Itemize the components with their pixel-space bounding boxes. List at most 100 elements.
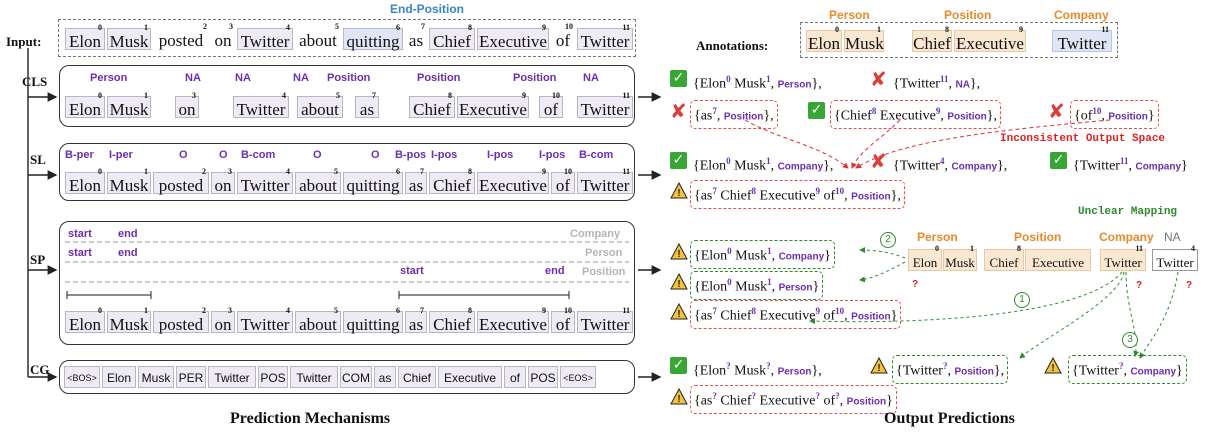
cls-tag: NA [293,72,309,84]
cg-token: Musk [138,366,174,388]
sl-tag: B-com [579,149,614,161]
question-mark: ? [1136,280,1143,291]
sl-tag: I-pos [487,149,514,161]
sp-type-company: Company [570,228,621,240]
cg-token: Twitter [290,366,338,388]
cls-pred-1: {Elon0 Musk1, Person}, [693,74,822,92]
check-icon: ✓ [670,152,687,169]
end-position-label: End-Position [390,2,464,16]
inconsistent-output-label: Inconsistent Output Space [1000,133,1166,145]
unclear-mapping-label: Unclear Mapping [1078,206,1178,218]
svg-text:!: ! [877,363,880,374]
warning-icon: ! [870,357,888,374]
sl-pred-2: {Twitter4, Company}, [893,156,1008,174]
cg-label: CG [30,362,50,377]
sl-box [59,143,635,201]
cls-pred-2: {Twitter11, NA}, [893,74,981,92]
map-label-company: Company [1099,230,1154,244]
cg-pred-1: {Elon? Musk?, Person}, [693,361,822,379]
cls-tag: Position [327,72,371,84]
question-mark: ? [912,279,919,290]
cg-token: Executive [438,366,502,388]
cg-token: COM [340,366,372,388]
sl-tag: B-pos [395,149,427,161]
cg-token: PER [176,366,206,388]
sp-pred-1: {Elon0 Musk1, Company} [690,240,835,269]
caption-output-predictions: Output Predictions [884,410,1015,427]
map-label-person: Person [917,230,958,244]
cg-token: Twitter [208,366,256,388]
sl-tag: B-per [65,149,94,161]
map-label-position: Position [1014,230,1062,244]
annotation-label-position: Position [944,8,992,22]
cg-pred-2: {Twitter?, Position}, [892,355,1009,384]
warning-icon: ! [670,303,688,320]
cg-token: <BOS> [64,366,100,388]
sl-tag: O [371,149,380,161]
annotation-label-person: Person [829,8,870,22]
sp-end-2: end [118,247,138,259]
warning-icon: ! [1044,357,1062,374]
annotations-label: Annotations: [696,38,769,53]
sp-start-2: start [68,247,92,259]
sp-pred-3: {as7 Chief8 Executive9 of10, Position} [690,300,902,329]
svg-text:!: ! [677,249,680,260]
sl-tag: O [219,149,228,161]
cg-pred-4: {as? Chief? Executive? of?, Position} [690,385,897,414]
warning-icon: ! [670,388,688,405]
row-arrows [638,92,662,382]
sp-pred-2: {Elon0 Musk1, Person} [690,271,824,300]
warning-icon: ! [670,273,688,290]
sp-end-3: end [545,265,565,277]
sl-tag: I-per [109,149,133,161]
spine-connector [27,48,58,382]
sp-label: SP [30,252,46,267]
map-token: Executive [1025,249,1091,271]
check-icon: ✓ [1050,152,1067,169]
sl-tag: I-pos [539,149,566,161]
sl-tag: O [313,149,322,161]
sl-pred-4: {as7 Chief8 Executive9 of10, Position}, [690,180,905,209]
cg-token: POS [258,366,288,388]
sp-type-position: Position [582,266,626,278]
sp-span-lines [65,241,629,299]
sp-end-1: end [118,228,138,240]
annotation-box [800,22,1118,58]
cg-token: of [504,366,526,388]
input-sentence-box [58,19,636,57]
